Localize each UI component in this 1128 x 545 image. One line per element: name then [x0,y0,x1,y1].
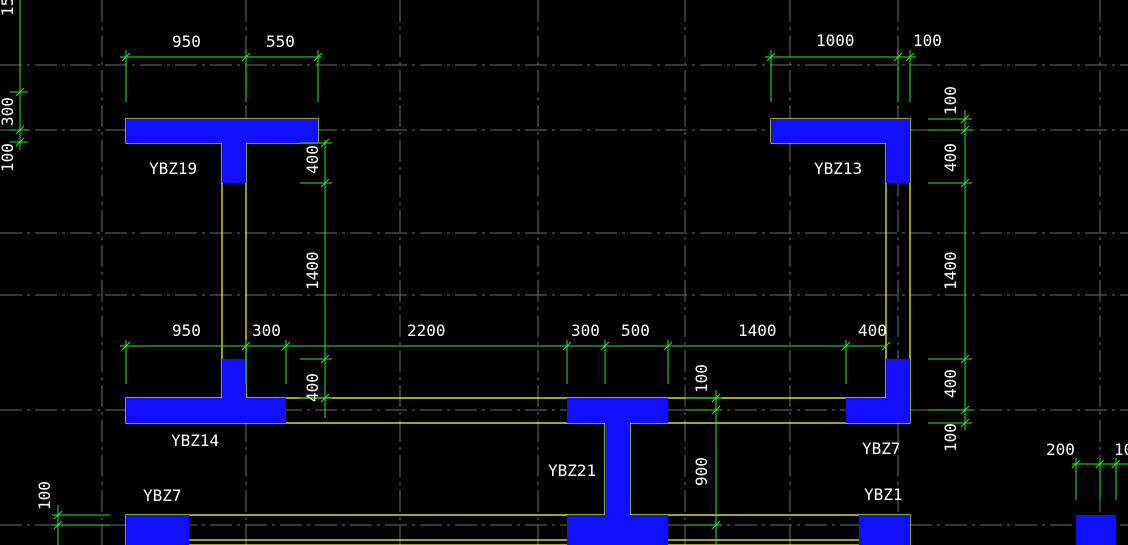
column-ybz13-shape [771,119,910,183]
dim-mid-300-b: 300 [571,321,600,340]
column-ybz1-shape [859,515,910,545]
dim-right-v-1400: 1400 [941,251,960,290]
label-ybz21: YBZ21 [548,461,596,480]
dim-far-left-100: 100 [0,143,17,172]
dim-right-v-400-top: 400 [941,143,960,172]
dim-bottom-left-100: 100 [35,481,54,510]
dim-left-v-400-bot: 400 [303,373,322,402]
dim-mid-400: 400 [858,321,887,340]
dim-right-v-100-top: 100 [941,86,960,115]
dim-center-v-900: 900 [692,457,711,486]
dim-left-v-400-top: 400 [303,145,322,174]
label-ybz7-left: YBZ7 [143,486,182,505]
column-ybz19-shape [126,119,318,183]
dim-top-right-100: 100 [913,31,942,50]
dim-far-left-15: 15 [0,0,17,16]
dim-center-v-100: 100 [692,364,711,393]
boundary-columns [126,119,1116,545]
dim-right-v-400-bot: 400 [941,369,960,398]
label-ybz1: YBZ1 [864,485,903,504]
column-labels: YBZ19 YBZ13 YBZ14 YBZ21 YBZ7 YBZ7 YBZ1 [143,159,903,505]
label-ybz7-right: YBZ7 [862,439,901,458]
column-ybz7-right-shape [846,359,910,423]
column-far-right-shape [1076,515,1116,545]
dim-mid-950: 950 [172,321,201,340]
dim-mid-300-a: 300 [252,321,281,340]
dim-far-right-10: 10 [1114,440,1128,459]
dim-left-v-1400: 1400 [303,251,322,290]
label-ybz13: YBZ13 [814,159,862,178]
dim-top-left-550: 550 [266,32,295,51]
label-ybz19: YBZ19 [149,159,197,178]
dimension-texts: 950 550 1000 100 950 300 2200 300 500 14… [0,0,1128,510]
dim-top-right-1000: 1000 [816,31,855,50]
dim-top-left-950: 950 [172,32,201,51]
dim-mid-1400: 1400 [738,321,777,340]
dim-far-left-300: 300 [0,97,17,126]
dim-mid-2200: 2200 [407,321,446,340]
dim-right-v-100-bot: 100 [941,423,960,452]
label-ybz14: YBZ14 [171,431,219,450]
dimension-lines [10,0,1128,545]
column-ybz7-left-shape [126,515,189,545]
dim-far-right-200: 200 [1046,440,1075,459]
dim-mid-500: 500 [621,321,650,340]
column-ybz21-shape [567,398,668,545]
